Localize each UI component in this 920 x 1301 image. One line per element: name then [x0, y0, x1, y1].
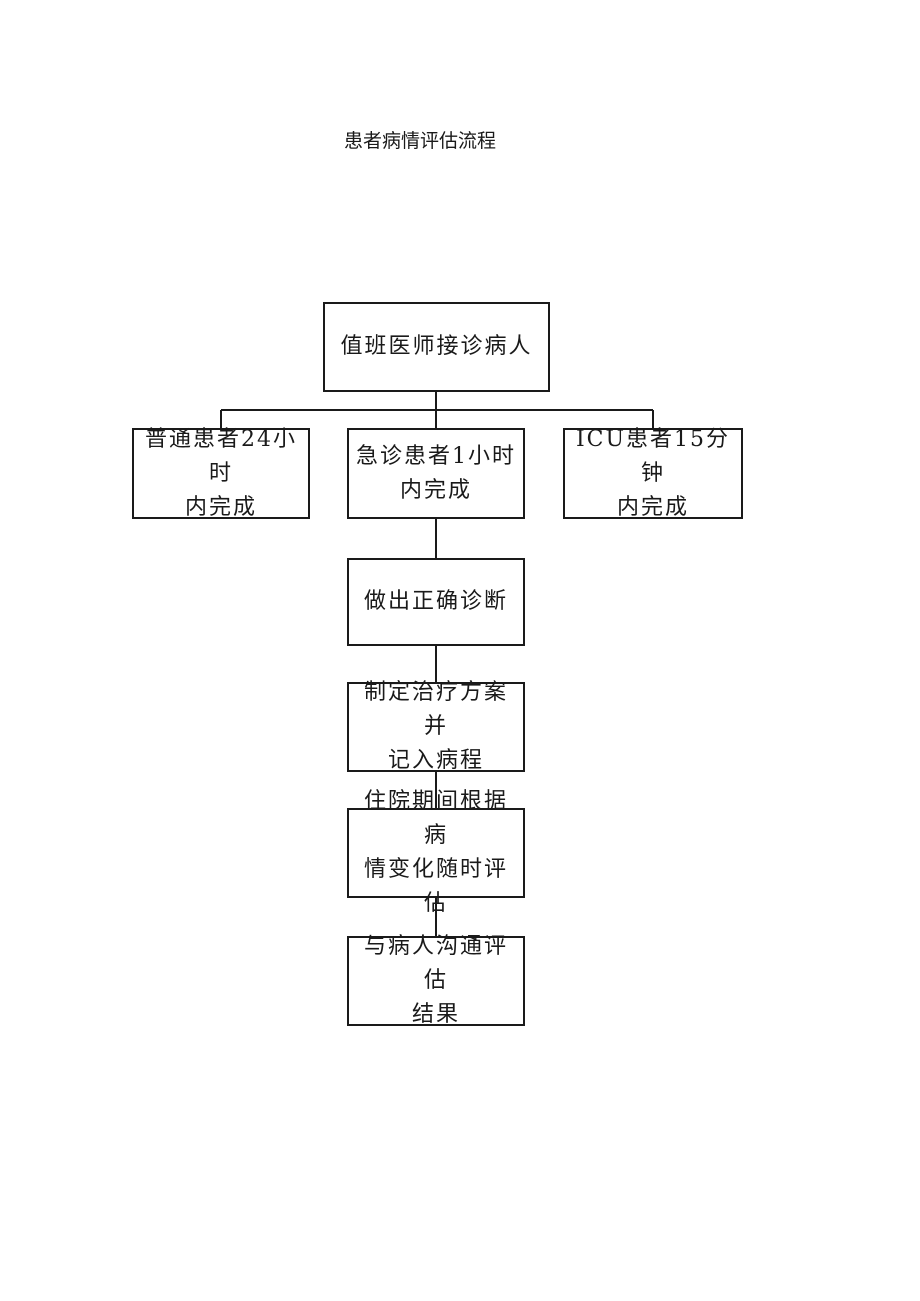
node-normal-patient: 普通患者24小时 内完成	[132, 427, 310, 520]
node-text-line2: 情变化随时评估	[363, 857, 508, 916]
node-text: 做出正确诊断	[363, 589, 508, 614]
node-text-line1: 急诊患者1小时	[356, 443, 516, 469]
node-text-line1: 普通患者24小时	[145, 426, 297, 486]
node-treatment-plan: 制定治疗方案并 记入病程	[347, 680, 525, 773]
node-icu-patient: ICU患者15分钟 内完成	[563, 427, 743, 520]
node-correct-diagnosis: 做出正确诊断	[347, 558, 525, 646]
node-text-line2: 内完成	[184, 494, 257, 520]
node-text-line1: 制定治疗方案并	[363, 680, 508, 739]
node-text-line2: 记入病程	[387, 748, 484, 773]
node-text: 值班医师接诊病人	[340, 334, 533, 359]
node-emergency-patient: 急诊患者1小时 内完成	[347, 428, 525, 519]
node-text-line2: 内完成	[616, 494, 689, 520]
diagram-title: 患者病情评估流程	[344, 130, 497, 152]
node-communicate-results: 与病人沟通评估 结果	[347, 934, 525, 1027]
node-hospital-assessment: 住院期间根据病 情变化随时评估	[347, 789, 525, 916]
node-text-line1: 与病人沟通评估	[363, 934, 508, 993]
node-text-line2: 结果	[411, 1002, 460, 1027]
node-text-line1: 住院期间根据病	[363, 789, 508, 848]
node-text-line1: ICU患者15分钟	[575, 426, 731, 486]
node-text-line2: 内完成	[399, 477, 472, 503]
node-doctor-receives-patient: 值班医师接诊病人	[323, 302, 550, 392]
